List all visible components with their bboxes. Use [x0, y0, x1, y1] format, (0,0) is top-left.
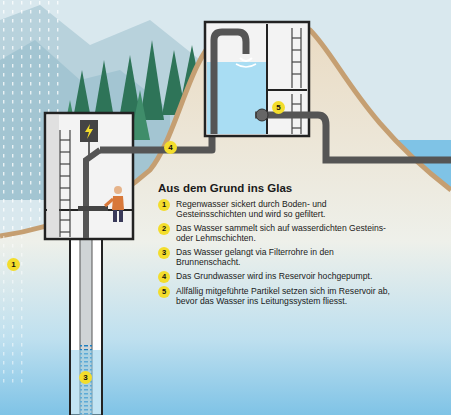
step-list: 1 Regenwasser sickert durch Boden- und Ge…: [158, 199, 398, 310]
step-row: 4 Das Grundwasser wird ins Reservoir hoch…: [158, 271, 398, 283]
callout-number: 1: [7, 258, 20, 271]
step-number: 4: [158, 271, 170, 283]
callout-number: 5: [272, 101, 285, 114]
step-row: 1 Regenwasser sickert durch Boden- und Ge…: [158, 199, 398, 220]
title: Aus dem Grund ins Glas: [158, 182, 292, 194]
step-row: 5 Allfällig mitgeführte Partikel setzen s…: [158, 286, 398, 307]
callout-number: 3: [79, 371, 92, 384]
callout-number: 4: [164, 141, 177, 154]
step-row: 2 Das Wasser sammelt sich auf wasserdicht…: [158, 223, 398, 244]
step-text: Das Wasser gelangt via Filterrohre in de…: [176, 247, 398, 268]
step-number: 5: [158, 286, 170, 298]
step-number: 3: [158, 247, 170, 259]
step-text: Das Grundwasser wird ins Reservoir hochg…: [176, 271, 372, 281]
step-row: 3 Das Wasser gelangt via Filterrohre in d…: [158, 247, 398, 268]
step-text: Das Wasser sammelt sich auf wasserdichte…: [176, 223, 398, 244]
step-text: Regenwasser sickert durch Boden- und Ges…: [176, 199, 398, 220]
step-text: Allfällig mitgeführte Partikel setzen si…: [176, 286, 398, 307]
step-number: 2: [158, 223, 170, 235]
step-number: 1: [158, 199, 170, 211]
